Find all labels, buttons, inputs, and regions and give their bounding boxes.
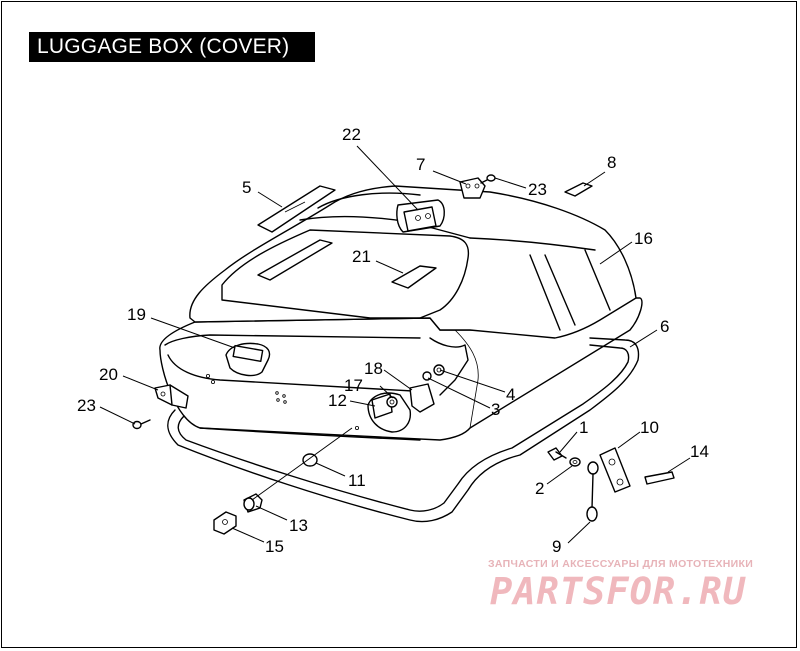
emblem-part-5 bbox=[257, 185, 336, 233]
callout-9: 9 bbox=[552, 537, 561, 556]
lid-part-16 bbox=[159, 185, 643, 441]
callout-22: 22 bbox=[342, 125, 361, 144]
callout-14: 14 bbox=[690, 442, 709, 461]
callout-numbers: 22 7 23 8 5 16 21 6 19 18 17 4 20 12 3 2… bbox=[77, 125, 709, 556]
callout-5: 5 bbox=[242, 178, 251, 197]
callout-16: 16 bbox=[634, 229, 653, 248]
callout-12: 12 bbox=[328, 391, 347, 410]
o-ring-part-11 bbox=[302, 453, 318, 467]
callout-21: 21 bbox=[352, 247, 371, 266]
callout-11: 11 bbox=[348, 471, 366, 490]
callout-8: 8 bbox=[607, 153, 616, 172]
screw-part-23-lower bbox=[132, 419, 151, 430]
callout-13: 13 bbox=[289, 516, 308, 535]
callout-23-upper: 23 bbox=[528, 180, 547, 199]
callout-6: 6 bbox=[660, 317, 669, 336]
callout-23-lower: 23 bbox=[77, 396, 96, 415]
callout-18: 18 bbox=[364, 359, 383, 378]
screw-part-23-upper bbox=[480, 174, 496, 184]
callout-15: 15 bbox=[265, 537, 284, 556]
hardware-1-2-9-10-14 bbox=[547, 447, 675, 522]
gasket-part-6 bbox=[167, 337, 640, 523]
latch-part-20 bbox=[154, 384, 189, 409]
lock-part-15 bbox=[213, 511, 237, 535]
callout-17: 17 bbox=[344, 376, 363, 395]
page-title: LUGGAGE BOX (COVER) bbox=[29, 32, 315, 62]
lock-part-13 bbox=[243, 493, 263, 513]
callout-10: 10 bbox=[640, 418, 659, 437]
leader-lines bbox=[99, 145, 691, 544]
hinge-part-7 bbox=[459, 177, 486, 199]
latch-cluster-12-17-18-3-4 bbox=[371, 364, 445, 419]
pad-part-8 bbox=[564, 182, 593, 197]
bracket-part-22 bbox=[403, 206, 437, 232]
callout-1: 1 bbox=[579, 418, 588, 437]
watermark-logo: PARTSFOR.RU bbox=[490, 570, 747, 613]
watermark-caption: ЗАПЧАСТИ И АКСЕССУАРЫ ДЛЯ МОТОТЕХНИКИ bbox=[488, 558, 754, 570]
callout-20: 20 bbox=[99, 365, 118, 384]
callout-7: 7 bbox=[416, 155, 425, 174]
callout-4: 4 bbox=[506, 385, 515, 404]
callout-3: 3 bbox=[491, 400, 500, 419]
callout-2: 2 bbox=[535, 479, 544, 498]
callout-19: 19 bbox=[127, 305, 146, 324]
pad-part-21 bbox=[391, 265, 437, 289]
